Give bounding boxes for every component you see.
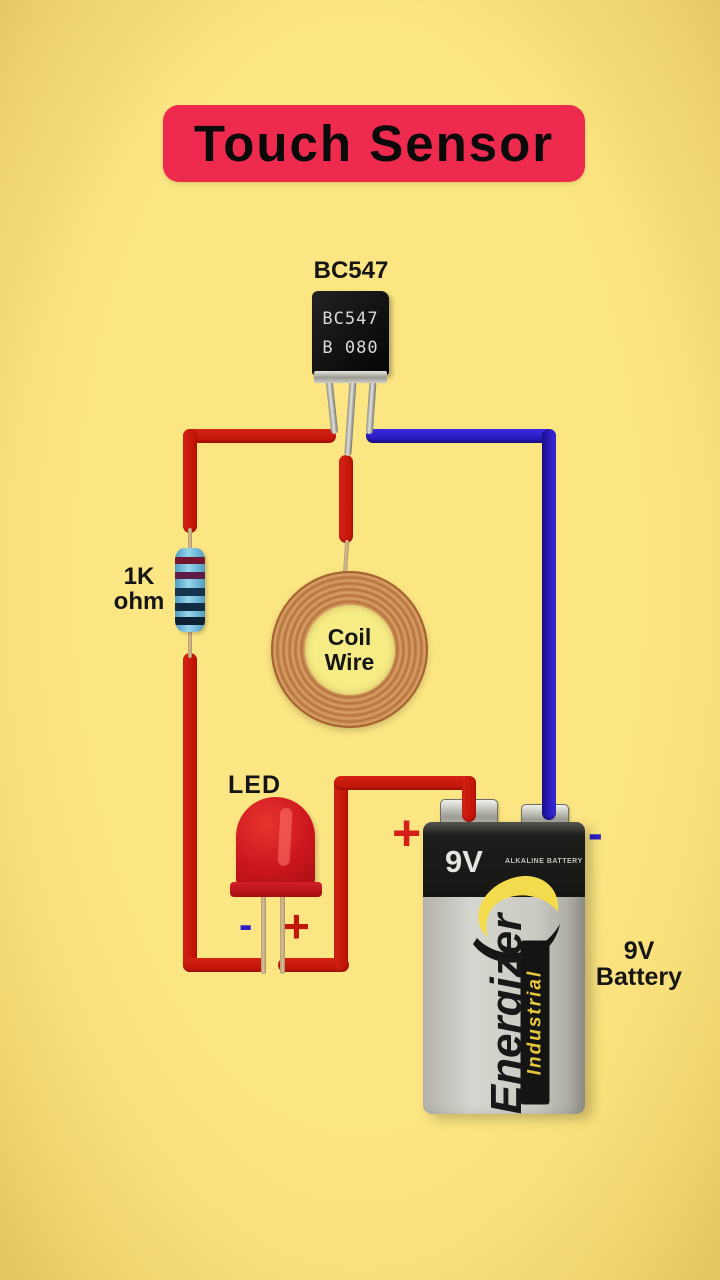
led-plus-sign: + (283, 900, 310, 952)
battery-plus-sign: + (392, 805, 422, 861)
led-label: LED (228, 771, 281, 799)
resistor-band-1 (175, 557, 205, 564)
wire-red-left-lower-vertical (183, 653, 197, 972)
wire-blue-right-vertical (542, 429, 556, 820)
wire-red-bottom-left-horizontal (183, 958, 266, 972)
led-leg-cathode (261, 894, 266, 974)
led-highlight (277, 807, 293, 867)
led-leg-anode (280, 894, 285, 974)
transistor-bc547: BC547 B 080 (312, 291, 389, 375)
wire-red-led-to-battery-vertical (334, 777, 348, 972)
led-flange (230, 882, 322, 897)
resistor-label: 1K ohm (108, 563, 170, 616)
resistor-label-line1: 1K (123, 563, 155, 590)
battery-series-vertical: Industrial (520, 940, 550, 1105)
resistor-band-5 (175, 617, 205, 625)
wire-red-left-upper-vertical (183, 429, 197, 533)
wire-red-bottom-right-horizontal (278, 958, 349, 972)
battery-minus-sign: - (588, 809, 603, 858)
resistor-label-line2: ohm (113, 588, 165, 616)
resistor-1k (175, 548, 205, 632)
wire-red-into-positive-terminal (462, 776, 476, 822)
coil-label-line1: Coil (327, 624, 372, 651)
battery-series-text: Industrial (524, 969, 545, 1076)
resistor-lead-top (188, 528, 192, 554)
battery-label: 9V Battery (586, 938, 692, 991)
coil-wire: Coil Wire (271, 571, 428, 728)
wire-red-base-to-coil (339, 455, 353, 543)
coil-label-line2: Wire (324, 648, 375, 675)
led-minus-sign: - (239, 903, 253, 947)
transistor-label: BC547 (313, 257, 389, 284)
coil-center: Coil Wire (304, 604, 395, 695)
transistor-marking-line1: BC547 (322, 308, 379, 329)
transistor-metal-tab (314, 371, 387, 383)
page-title: Touch Sensor (193, 115, 555, 172)
led-red (236, 797, 315, 887)
battery-label-line1: 9V (623, 937, 655, 965)
resistor-band-4 (175, 603, 205, 611)
battery-type-print: ALKALINE BATTERY (505, 858, 583, 865)
wire-blue-top-horizontal (366, 429, 556, 443)
resistor-band-2 (175, 572, 205, 579)
wire-red-to-battery-horizontal (334, 776, 476, 790)
wire-red-top-left-horizontal (183, 429, 336, 443)
resistor-band-3 (175, 588, 205, 596)
title-banner: Touch Sensor (163, 105, 585, 182)
transistor-leg-middle (344, 373, 357, 457)
resistor-lead-bottom (188, 628, 192, 658)
battery-9v: 9V ALKALINE BATTERY Energizer Industrial (423, 822, 585, 1114)
transistor-marking-line2: B 080 (322, 337, 379, 358)
battery-label-line2: Battery (595, 963, 683, 992)
battery-voltage-print: 9V (445, 844, 483, 879)
